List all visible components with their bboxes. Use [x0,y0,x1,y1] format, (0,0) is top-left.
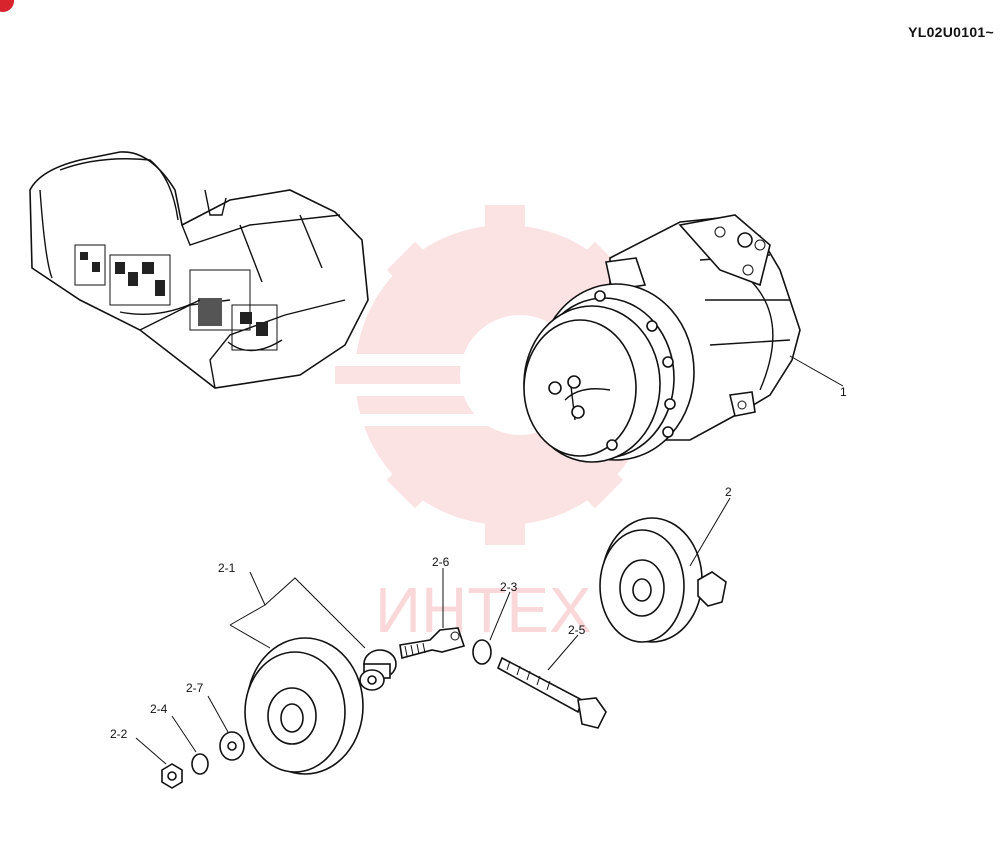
callout-2-7: 2-7 [186,681,204,695]
machine-body [29,151,369,389]
callout-2-3: 2-3 [500,580,518,594]
leader-line-2-4 [171,715,197,753]
pulley-assembly [599,517,727,643]
leader-line-2-2 [135,737,167,765]
bolt-2-5 [496,656,607,729]
callout-2-4: 2-4 [150,702,168,716]
callout-2-2: 2-2 [110,727,128,741]
leader-line-2-1 [229,577,366,649]
callout-2-6: 2-6 [432,555,450,569]
serial-range-label: YL02U0101~ [908,24,994,40]
leader-line-1 [789,355,844,387]
washer-2-7 [219,731,245,761]
watermark-text: ИНТЕХ [375,574,592,646]
leader-line-2-3 [489,591,511,641]
leader-line-2-7 [207,695,229,733]
leader-line-2-5 [547,634,579,671]
bolt-2-6 [399,627,466,660]
callout-2: 2 [725,485,732,499]
callout-2-5: 2-5 [568,623,586,637]
washer-2-3 [472,639,492,665]
callout-1: 1 [840,385,847,399]
nut-2-2 [161,763,183,789]
corner-badge-icon [0,0,14,12]
lock-washer-2-4 [191,753,209,775]
bearing-2-1 [359,649,397,691]
compressor [523,214,801,463]
leader-line-2 [689,497,731,567]
pulley-2-1 [244,637,364,775]
callout-2-1: 2-1 [218,561,236,575]
